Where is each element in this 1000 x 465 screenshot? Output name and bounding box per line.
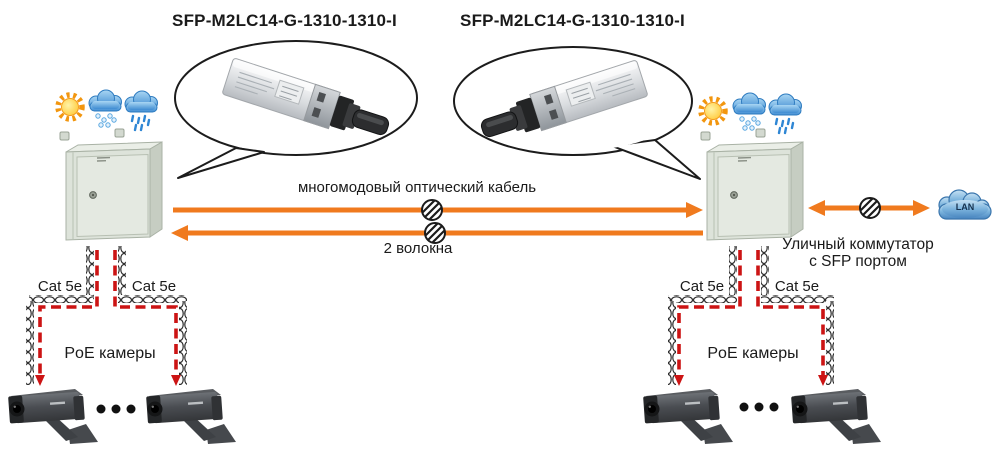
ellipsis-dots (96, 402, 779, 414)
sun-icon (58, 95, 82, 119)
right-sfp-title: SFP-M2LC14-G-1310-1310-I (460, 11, 685, 30)
snow-cloud-icon (89, 90, 122, 127)
sun-icon (701, 99, 725, 123)
left-sfp-title: SFP-M2LC14-G-1310-1310-I (172, 11, 397, 30)
snow-cloud-icon (733, 93, 766, 130)
street-switch-caption-line1: Уличный коммутатор (782, 236, 934, 253)
fiber-cable-label: многомодовый оптический кабель (297, 179, 537, 196)
poe-cable-arrows (38, 250, 825, 377)
fiber-splice-icon (421, 199, 444, 222)
cat5e-label: Cat 5e (774, 278, 820, 295)
rain-cloud-icon (125, 91, 158, 130)
lan-label: LAN (955, 202, 975, 212)
camera-icon (791, 389, 881, 444)
poe-arrowheads (35, 375, 828, 386)
camera-icon (643, 389, 733, 444)
camera-icon (8, 389, 99, 444)
poe-cameras-label: PoE камеры (64, 345, 156, 362)
two-fibers-label: 2 волокна (383, 240, 453, 257)
street-switch-caption-line2: с SFP портом (809, 253, 907, 270)
cat5e-label: Cat 5e (679, 278, 725, 295)
camera-icon (146, 389, 236, 444)
fiber-splice-icon (859, 197, 882, 220)
weather-icons-right (701, 93, 802, 133)
street-switch-caption: Уличный коммутатор с SFP портом (758, 236, 958, 270)
weather-icons-left (58, 90, 158, 130)
poe-cameras-label: PoE камеры (707, 345, 799, 362)
lan-cloud-icon (938, 189, 992, 220)
cabinet-left (59, 128, 163, 241)
cat5e-label: Cat 5e (131, 278, 177, 295)
rain-cloud-icon (769, 94, 802, 133)
cabinet-right (700, 128, 804, 241)
cat5e-label: Cat 5e (37, 278, 83, 295)
cat5e-cable-braids (26, 246, 834, 385)
